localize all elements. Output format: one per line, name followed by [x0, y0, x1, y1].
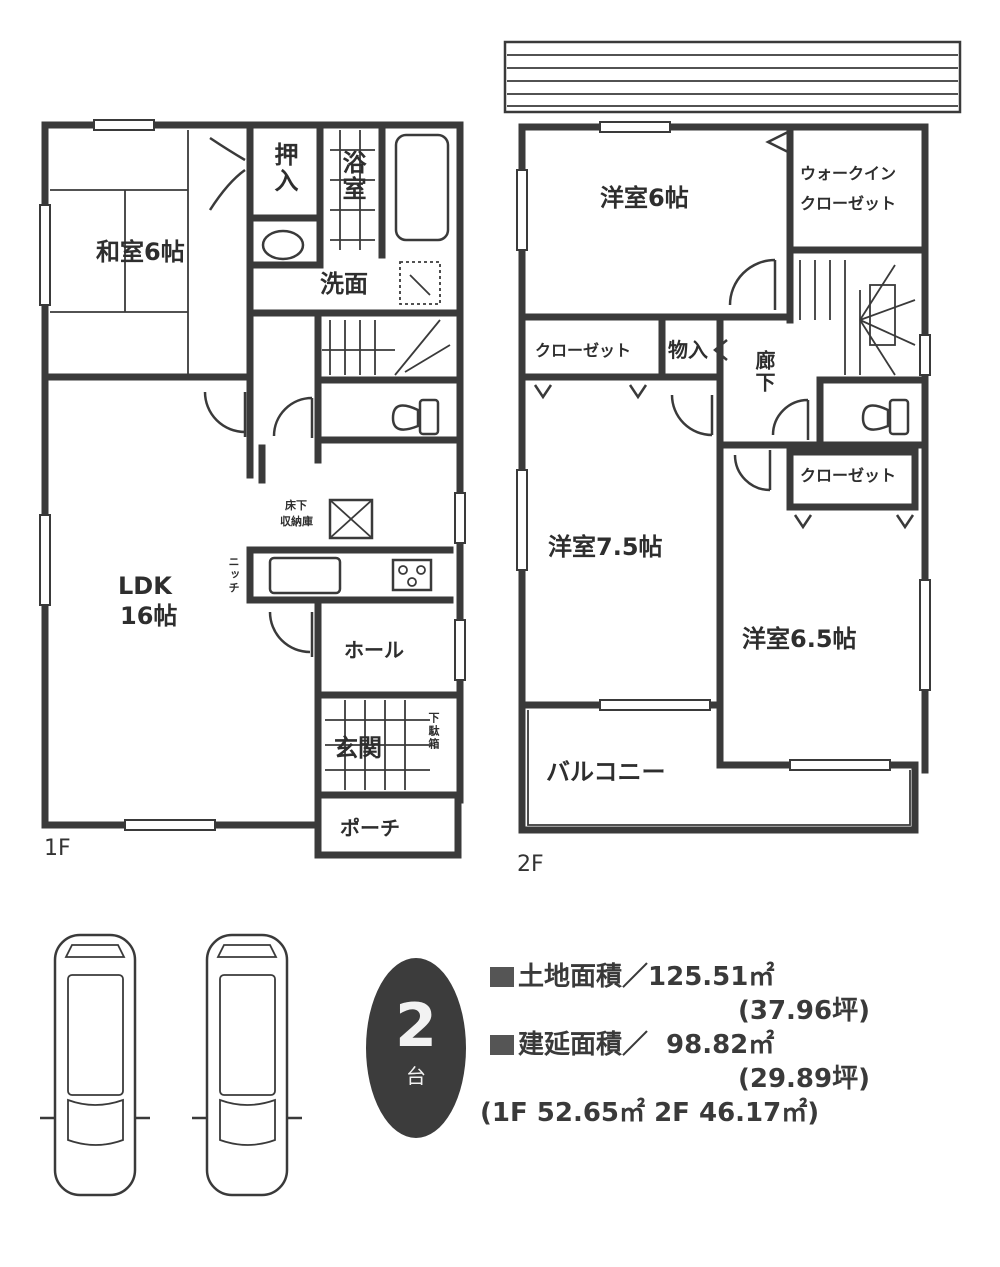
car-icon — [192, 933, 302, 1197]
room-label-underfloor-storage: 床下 — [285, 499, 307, 512]
floor-label-1f: 1F — [44, 836, 71, 861]
room-label-niche: ニッチ — [227, 556, 240, 595]
room-label-washitsu: 和室6帖 — [96, 238, 185, 266]
room-label-porch: ポーチ — [340, 816, 400, 840]
room-label-corridor: 廊下 — [752, 350, 776, 394]
parking-count-badge: 2 台 — [366, 958, 466, 1138]
floor-area-breakdown: (1F 52.65㎡ 2F 46.17㎡) — [480, 1098, 820, 1128]
land-area-row: 土地面積／ 125.51㎡ — [490, 960, 930, 994]
land-area-tsubo-row: (37.96坪) — [490, 994, 930, 1028]
room-label-western-6: 洋室6帖 — [600, 184, 689, 212]
land-area-label: 土地面積／ — [518, 962, 649, 992]
room-label-oshiire: 押入 — [270, 142, 298, 194]
room-label-underfloor-storage-2: 収納庫 — [280, 515, 313, 528]
room-label-ldk-size: 16帖 — [120, 602, 178, 630]
floor-area-sqm: 98.82㎡ — [666, 1030, 775, 1060]
room-label-balcony: バルコニー — [546, 758, 666, 786]
room-label-walk-in-closet-2: クローゼット — [800, 194, 897, 213]
floor-2-plan — [503, 40, 962, 834]
room-label-entrance: 玄関 — [334, 734, 382, 762]
floor-area-label: 建延面積／ — [518, 1030, 649, 1060]
room-label-walk-in-closet: ウォークイン — [800, 164, 897, 183]
floor-1-plan — [39, 119, 466, 859]
room-label-shoe-storage: 下駄箱 — [427, 712, 440, 751]
land-area-sqm: 125.51㎡ — [648, 962, 775, 992]
room-label-ldk: LDK — [118, 572, 172, 600]
bullet-square-icon — [490, 967, 514, 987]
floor-area-row: 建延面積／ 98.82㎡ — [490, 1028, 930, 1062]
room-label-hall: ホール — [344, 638, 404, 662]
parking-unit: 台 — [406, 1064, 426, 1088]
land-area-tsubo: (37.96坪) — [737, 996, 870, 1026]
room-label-western-6-5: 洋室6.5帖 — [742, 625, 857, 653]
room-label-closet-left: クローゼット — [535, 341, 632, 360]
bullet-square-icon — [490, 1035, 514, 1055]
room-label-washroom: 洗面 — [320, 270, 368, 298]
floor-area-tsubo-row: (29.89坪) — [490, 1062, 930, 1096]
car-icon — [40, 933, 150, 1197]
floor-area-breakdown-row: (1F 52.65㎡ 2F 46.17㎡) — [480, 1096, 930, 1130]
parking-count: 2 — [395, 991, 437, 1061]
area-info: 土地面積／ 125.51㎡ (37.96坪) 建延面積／ 98.82㎡ (29.… — [480, 960, 930, 1130]
room-label-closet-right: クローゼット — [800, 466, 897, 485]
room-label-bathroom: 浴室 — [338, 150, 366, 202]
room-label-storage: 物入 — [668, 338, 708, 362]
floor-area-tsubo: (29.89坪) — [737, 1064, 870, 1094]
room-label-western-7-5: 洋室7.5帖 — [548, 533, 663, 561]
floor-label-2f: 2F — [517, 852, 544, 877]
